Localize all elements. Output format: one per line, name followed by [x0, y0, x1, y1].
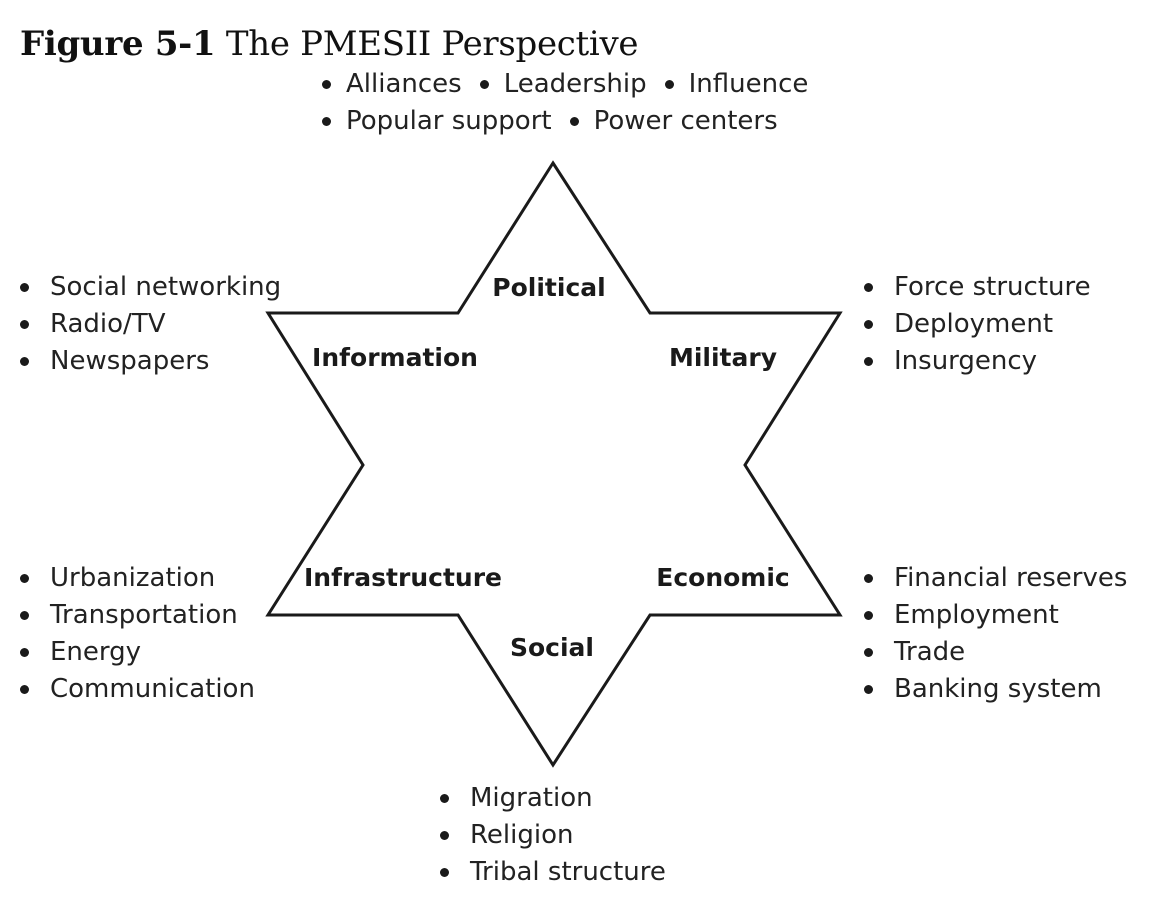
list-item: Newspapers: [18, 343, 281, 380]
political-factors-row-1: Alliances Leadership Influence: [318, 66, 822, 103]
list-item: Transportation: [18, 597, 255, 634]
figure-title-text: The PMESII Perspective: [225, 24, 639, 64]
military-factors-list: Force structure Deployment Insurgency: [862, 269, 1091, 380]
list-item: Trade: [862, 634, 1127, 671]
list-item: Power centers: [566, 103, 778, 140]
infrastructure-factors-list: Urbanization Transportation Energy Commu…: [18, 560, 255, 708]
figure-number: Figure 5-1: [20, 24, 216, 64]
list-item: Force structure: [862, 269, 1091, 306]
list-item: Financial reserves: [862, 560, 1127, 597]
political-factors-row-2: Popular support Power centers: [318, 103, 822, 140]
list-item: Employment: [862, 597, 1127, 634]
dimension-infrastructure: Infrastructure: [304, 563, 502, 592]
list-item: Urbanization: [18, 560, 255, 597]
dimension-economic: Economic: [656, 563, 789, 592]
list-item: Banking system: [862, 671, 1127, 708]
list-item: Alliances: [318, 66, 462, 103]
dimension-political: Political: [492, 273, 605, 302]
list-item: Social networking: [18, 269, 281, 306]
list-item: Leadership: [476, 66, 647, 103]
figure-title: Figure 5-1 The PMESII Perspective: [20, 20, 639, 68]
list-item: Popular support: [318, 103, 552, 140]
social-factors-list: Migration Religion Tribal structure: [438, 780, 666, 891]
dimension-information: Information: [312, 343, 478, 372]
economic-factors-list: Financial reserves Employment Trade Bank…: [862, 560, 1127, 708]
list-item: Influence: [661, 66, 808, 103]
six-point-star-outline: [265, 160, 843, 768]
list-item: Tribal structure: [438, 854, 666, 891]
list-item: Communication: [18, 671, 255, 708]
information-factors-list: Social networking Radio/TV Newspapers: [18, 269, 281, 380]
list-item: Insurgency: [862, 343, 1091, 380]
list-item: Deployment: [862, 306, 1091, 343]
list-item: Migration: [438, 780, 666, 817]
dimension-military: Military: [669, 343, 777, 372]
list-item: Energy: [18, 634, 255, 671]
list-item: Radio/TV: [18, 306, 281, 343]
dimension-social: Social: [510, 633, 594, 662]
political-factors-list: Alliances Leadership Influence Popular sup…: [318, 66, 822, 140]
list-item: Religion: [438, 817, 666, 854]
